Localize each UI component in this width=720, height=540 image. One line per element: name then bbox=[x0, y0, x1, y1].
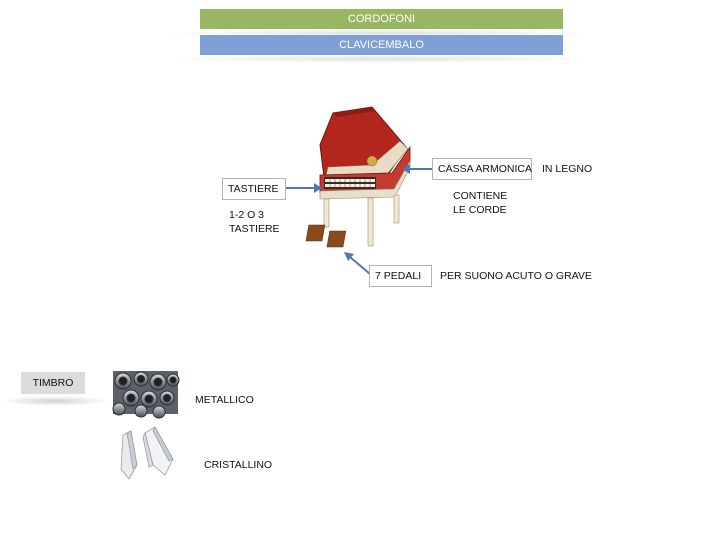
arrow-keyboards bbox=[286, 182, 326, 194]
soundbox-label: CASSA ARMONICA bbox=[432, 158, 532, 180]
crystal-image bbox=[115, 425, 177, 483]
soundbox-material: IN LEGNO bbox=[542, 162, 592, 176]
arrow-soundbox bbox=[402, 163, 436, 175]
timbre-item-metallico: METALLICO bbox=[195, 393, 254, 407]
pedals-label: 7 PEDALI bbox=[369, 265, 432, 287]
instrument-bar: CLAVICEMBALO bbox=[200, 35, 563, 55]
arrow-pedals bbox=[342, 250, 372, 276]
keyboards-label: TASTIERE bbox=[222, 178, 286, 200]
pedals-note: PER SUONO ACUTO O GRAVE bbox=[440, 269, 592, 283]
timbre-shadow bbox=[0, 396, 110, 406]
soundbox-note: CONTIENE LE CORDE bbox=[453, 189, 507, 217]
metal-pipes-image bbox=[113, 371, 178, 414]
category-bar: CORDOFONI bbox=[200, 9, 563, 29]
harpsichord-illustration bbox=[310, 105, 420, 255]
subheader-shadow bbox=[160, 55, 600, 63]
keyboards-note: 1-2 O 3 TASTIERE bbox=[229, 208, 280, 236]
timbre-label: TIMBRO bbox=[21, 372, 85, 394]
timbre-item-cristallino: CRISTALLINO bbox=[204, 458, 272, 472]
